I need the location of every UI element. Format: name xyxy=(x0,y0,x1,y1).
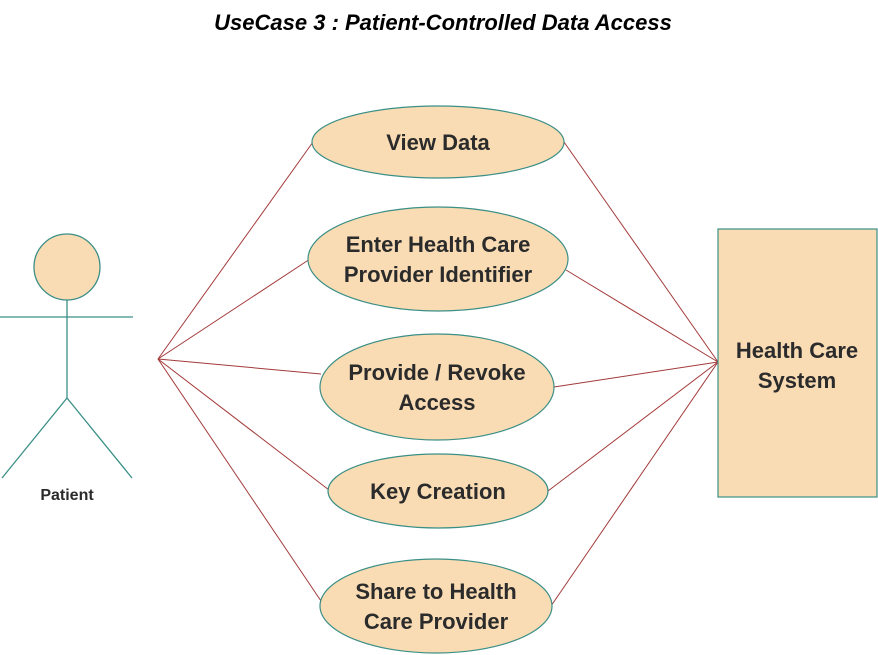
use-case-ellipse xyxy=(327,453,549,529)
use-case-label-line-1: Key Creation xyxy=(370,479,506,504)
use-case-label-line-2: Provider Identifier xyxy=(344,262,533,287)
use-case-label-line-2: Care Provider xyxy=(364,609,509,634)
system-label-line-1: Health Care xyxy=(736,338,858,363)
actor-patient[interactable]: Patient xyxy=(0,233,133,504)
use-case-ellipse xyxy=(311,105,565,179)
use-case-1[interactable]: View Data xyxy=(311,105,565,179)
association-lines xyxy=(157,141,719,607)
use-case-label-line-1: Provide / Revoke xyxy=(348,360,525,385)
actor-head xyxy=(33,233,101,301)
association-usecase-system-2 xyxy=(565,269,719,363)
actor-right-leg xyxy=(66,397,133,479)
use-case-ellipse xyxy=(307,206,569,312)
use-case-label-line-1: View Data xyxy=(386,130,490,155)
diagram-title: UseCase 3 : Patient-Controlled Data Acce… xyxy=(214,10,672,35)
association-usecase-system-1 xyxy=(563,141,719,363)
use-case-label-line-2: Access xyxy=(398,390,475,415)
association-actor-usecase-5 xyxy=(157,358,322,602)
use-case-ellipse xyxy=(319,558,553,654)
use-case-ellipse xyxy=(319,333,555,441)
association-actor-usecase-1 xyxy=(157,141,314,360)
system-box xyxy=(717,228,878,498)
association-usecase-system-5 xyxy=(550,361,719,607)
association-actor-usecase-3 xyxy=(157,358,322,375)
use-case-label-line-1: Enter Health Care xyxy=(346,232,531,257)
system-label-line-2: System xyxy=(758,368,836,393)
association-usecase-system-3 xyxy=(553,361,719,388)
association-usecase-system-4 xyxy=(547,361,719,492)
association-actor-usecase-4 xyxy=(157,358,330,491)
use-case-label-line-1: Share to Health xyxy=(355,579,516,604)
actor-left-leg xyxy=(1,397,68,479)
association-actor-usecase-2 xyxy=(157,258,311,360)
actor-label: Patient xyxy=(40,487,94,504)
use-case-4[interactable]: Key Creation xyxy=(327,453,549,529)
system-health-care[interactable]: Health Care System xyxy=(717,228,878,498)
